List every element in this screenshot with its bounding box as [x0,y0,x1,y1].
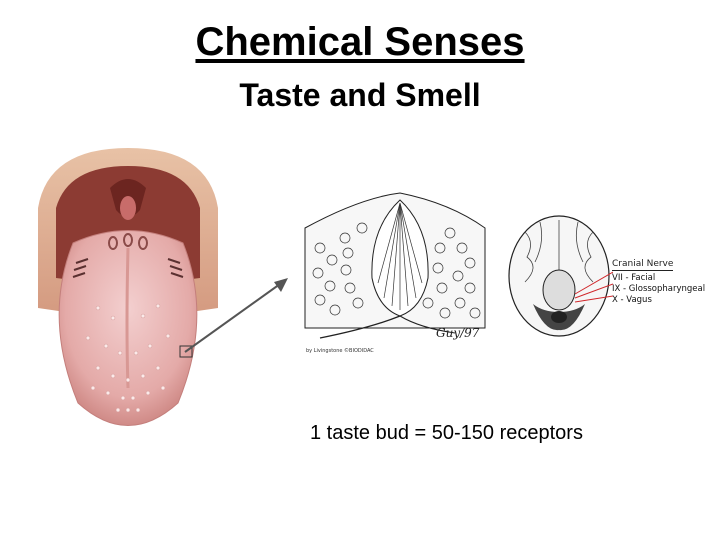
caption: 1 taste bud = 50-150 receptors [310,422,583,444]
slide-subtitle: Taste and Smell [239,77,481,113]
cranial-nerve-item: IX - Glossopharyngeal [612,284,706,294]
taste-bud-credit: by Livingstone ©BIODIDAC [306,348,374,354]
cranial-nerve-legend: Cranial Nerve VII - Facial IX - Glossoph… [612,253,720,306]
cranial-nerve-item: VII - Facial [612,273,656,283]
slide-title: Chemical Senses [195,20,525,64]
tongue-illustration [38,148,218,426]
cranial-nerve-item: X - Vagus [612,295,652,305]
taste-bud-diagram [304,192,486,339]
brain-diagram [508,215,613,337]
pointer-arrow [184,278,288,353]
taste-bud-signature: Guy/97 [436,326,480,340]
cranial-nerve-title: Cranial Nerve [612,259,674,271]
